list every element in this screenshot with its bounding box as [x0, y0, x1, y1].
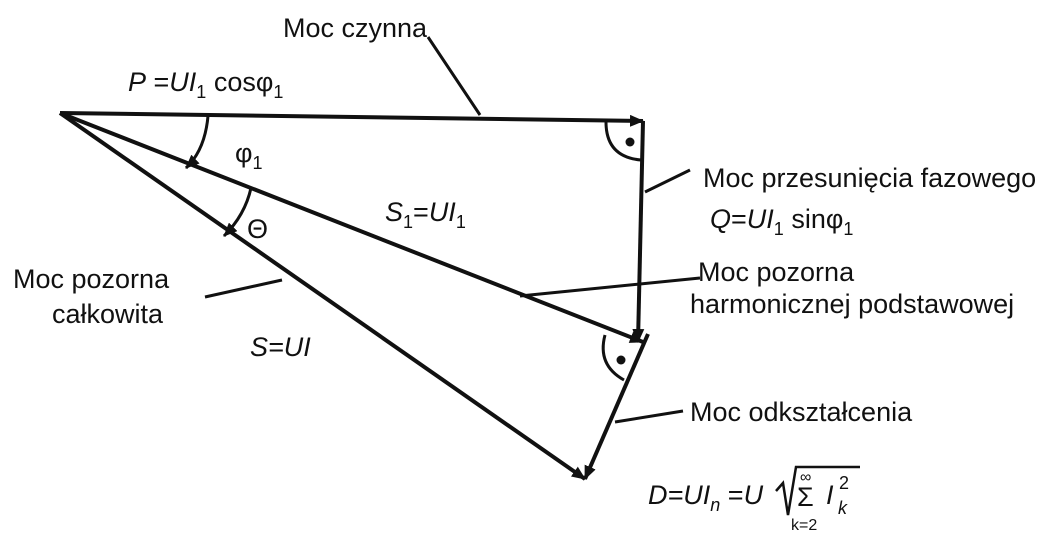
label-active-power: Moc czynna — [283, 13, 428, 43]
formula-d: D=UIn =U ∞ Σ k=2 I k 2 — [648, 465, 860, 534]
vector-s1-fundamental — [59, 111, 644, 344]
right-angle-dot-bottom — [616, 355, 626, 365]
leader-active-power — [426, 36, 482, 116]
leader-phase-shift — [644, 168, 691, 194]
angle-label-phi: φ1 — [235, 138, 263, 173]
formula-d-ik: I — [826, 480, 834, 510]
formula-d-ik-sub: k — [838, 498, 848, 518]
right-angle-marker-bottom — [601, 334, 625, 382]
formula-d-ik-sup: 2 — [839, 473, 849, 493]
label-phase-shift-power: Moc przesunięcia fazowego — [703, 163, 1036, 193]
label-distortion-power: Moc odkształcenia — [690, 397, 913, 427]
leader-fundamental — [519, 276, 701, 298]
right-angle-dot-top — [625, 137, 635, 147]
vector-p-active — [59, 111, 644, 127]
label-fundamental-apparent-1: Moc pozorna — [698, 257, 855, 287]
vector-s-total — [58, 111, 587, 481]
vector-q-phase-shift — [632, 120, 645, 343]
angle-arc-phi — [184, 115, 210, 170]
label-total-apparent-1: Moc pozorna — [13, 264, 170, 294]
formula-q: Q=UI1 sinφ1 — [710, 204, 853, 239]
leader-distortion — [614, 409, 684, 424]
label-total-apparent-2: całkowita — [52, 299, 164, 329]
formula-p: P =UI1 cosφ1 — [128, 67, 283, 102]
formula-d-sum-bottom: k=2 — [791, 517, 817, 534]
svg-text:D=UIn =U: D=UIn =U — [648, 480, 764, 515]
formula-d-sqrt — [775, 465, 860, 516]
leader-total — [204, 278, 283, 299]
right-angle-marker-top — [604, 121, 642, 162]
formula-s1: S1=UI1 — [385, 197, 466, 232]
formula-d-sum: Σ — [797, 482, 814, 512]
angle-label-theta: Θ — [247, 214, 268, 244]
formula-d-sum-top: ∞ — [800, 469, 811, 486]
angle-arc-theta — [222, 187, 253, 238]
vector-d-distortion — [583, 333, 650, 480]
formula-s: S=UI — [250, 332, 311, 362]
label-fundamental-apparent-2: harmonicznej podstawowej — [690, 289, 1014, 319]
